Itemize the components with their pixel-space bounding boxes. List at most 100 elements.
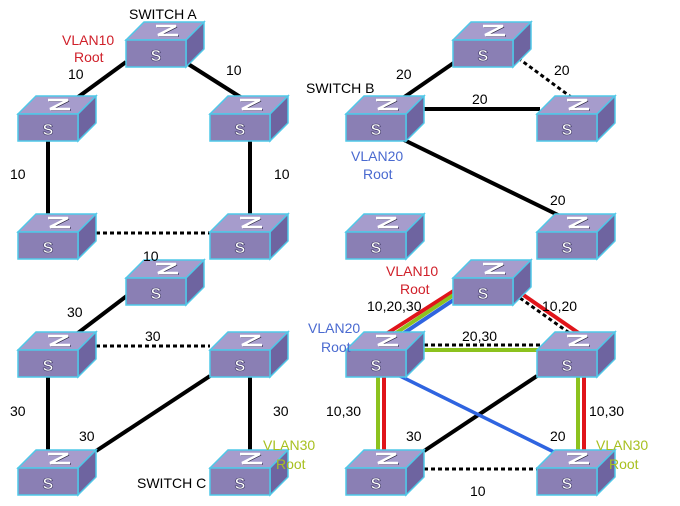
switch-arrows-icon: [240, 98, 262, 111]
switch-front-face: [17, 349, 79, 378]
switch-arrows-icon: [483, 262, 505, 275]
link-m-l: [72, 293, 130, 338]
switch-arrows-icon: [376, 334, 398, 347]
link-label: 30: [145, 328, 161, 344]
switch-d0-r2[interactable]: S: [208, 212, 290, 261]
switch-d1-t[interactable]: S: [451, 20, 533, 69]
switch-front-face: [452, 39, 514, 68]
switch-d0-r1[interactable]: S: [208, 94, 290, 143]
link-label: 10,20: [542, 298, 577, 314]
switch-s-glyph: S: [43, 476, 54, 493]
link-label: 20: [472, 91, 488, 107]
switch-d1-l3[interactable]: S: [344, 212, 426, 261]
switch-c-label: SWITCH C: [137, 475, 206, 491]
link-label: 20: [554, 62, 570, 78]
vlan30-root-label: VLAN30: [596, 437, 648, 453]
switch-arrows-icon: [376, 98, 398, 111]
switch-front-face: [345, 349, 407, 378]
switch-s-glyph: S: [43, 122, 54, 139]
link-b-t: [398, 60, 457, 102]
switch-s-glyph: S: [151, 48, 162, 65]
vlan10-root-text: Root: [74, 49, 104, 65]
switch-arrows-icon: [567, 216, 589, 229]
link-label: 20: [396, 66, 412, 82]
link-label: 30: [273, 403, 289, 419]
link-m-r-blocked: [519, 296, 576, 339]
switch-front-face: [209, 231, 271, 260]
switch-d0-l1[interactable]: S: [16, 94, 98, 143]
link-b-r3: [399, 136, 559, 217]
switch-arrows-icon: [483, 24, 505, 37]
link-a-l1: [72, 60, 128, 102]
link-label: 10: [274, 166, 290, 182]
switch-arrows-icon: [48, 216, 70, 229]
link-label: 10,30: [326, 403, 361, 419]
link-r-bl-vlan30: [422, 374, 539, 453]
switch-front-face: [209, 467, 271, 496]
link-label: 10: [143, 248, 159, 264]
link-label: 30: [79, 428, 95, 444]
text-layer: SWITCH A VLAN10 Root 10 10 10 10 20 20 2…: [10, 6, 648, 499]
switch-arrows-icon: [376, 452, 398, 465]
vlan20-root-text: Root: [321, 339, 351, 355]
vlan10-root-text: Root: [400, 281, 430, 297]
switch-s-glyph: S: [478, 286, 489, 303]
switch-front-face: [536, 231, 598, 260]
switch-front-face: [17, 231, 79, 260]
link-r-bl: [94, 374, 212, 453]
switch-s-glyph: S: [235, 476, 246, 493]
switch-d2-bl[interactable]: S: [16, 448, 98, 497]
switch-front-face: [125, 277, 187, 306]
switch-d1-r[interactable]: S: [535, 94, 617, 143]
switch-s-glyph: S: [371, 476, 382, 493]
link-label: 20: [550, 428, 566, 444]
switch-d3-m[interactable]: S: [451, 258, 533, 307]
vlan20-root-label: VLAN20: [308, 320, 360, 336]
switch-front-face: [452, 277, 514, 306]
link-label: 10: [68, 66, 84, 82]
switch-d2-c[interactable]: S: [208, 448, 290, 497]
switch-front-face: [345, 467, 407, 496]
switch-front-face: [125, 39, 187, 68]
switch-arrows-icon: [376, 216, 398, 229]
link-label: 30: [67, 304, 83, 320]
switch-s-glyph: S: [43, 240, 54, 257]
link-l-br-vlan20: [399, 374, 557, 455]
switch-d3-bl[interactable]: S: [344, 448, 426, 497]
link-label: 10: [10, 166, 26, 182]
link-t-r-blocked: [517, 56, 576, 102]
switch-d1-r3[interactable]: S: [535, 212, 617, 261]
vlan30-root-label: VLAN30: [263, 437, 315, 453]
switch-d2-l[interactable]: S: [16, 330, 98, 379]
switch-front-face: [209, 349, 271, 378]
switch-arrows-icon: [156, 24, 178, 37]
switch-d2-r[interactable]: S: [208, 330, 290, 379]
switch-d1-b[interactable]: S: [344, 94, 426, 143]
link-label: 30: [10, 403, 26, 419]
switch-s-glyph: S: [43, 358, 54, 375]
switch-arrows-icon: [48, 452, 70, 465]
vlan20-root-label: VLAN20: [351, 148, 403, 164]
link-label: 10: [470, 483, 486, 499]
switch-front-face: [536, 113, 598, 142]
switch-front-face: [209, 113, 271, 142]
switch-d3-l[interactable]: S: [344, 330, 426, 379]
switch-s-glyph: S: [235, 358, 246, 375]
switch-d3-r[interactable]: S: [535, 330, 617, 379]
switch-d0-l2[interactable]: S: [16, 212, 98, 261]
switch-d0-a[interactable]: S: [124, 20, 206, 69]
links-layer: [46, 56, 586, 471]
link-label: 30: [406, 428, 422, 444]
switch-d2-m[interactable]: S: [124, 258, 206, 307]
switch-d3-br[interactable]: S: [535, 448, 617, 497]
switch-s-glyph: S: [562, 476, 573, 493]
link-m-l-vlan20: [396, 297, 457, 339]
switch-arrows-icon: [156, 262, 178, 275]
switch-front-face: [17, 113, 79, 142]
link-m-r-vlan10: [520, 292, 582, 336]
switch-arrows-icon: [48, 334, 70, 347]
link-label: 20: [550, 192, 566, 208]
switch-s-glyph: S: [562, 240, 573, 257]
link-a-r1: [183, 60, 247, 102]
